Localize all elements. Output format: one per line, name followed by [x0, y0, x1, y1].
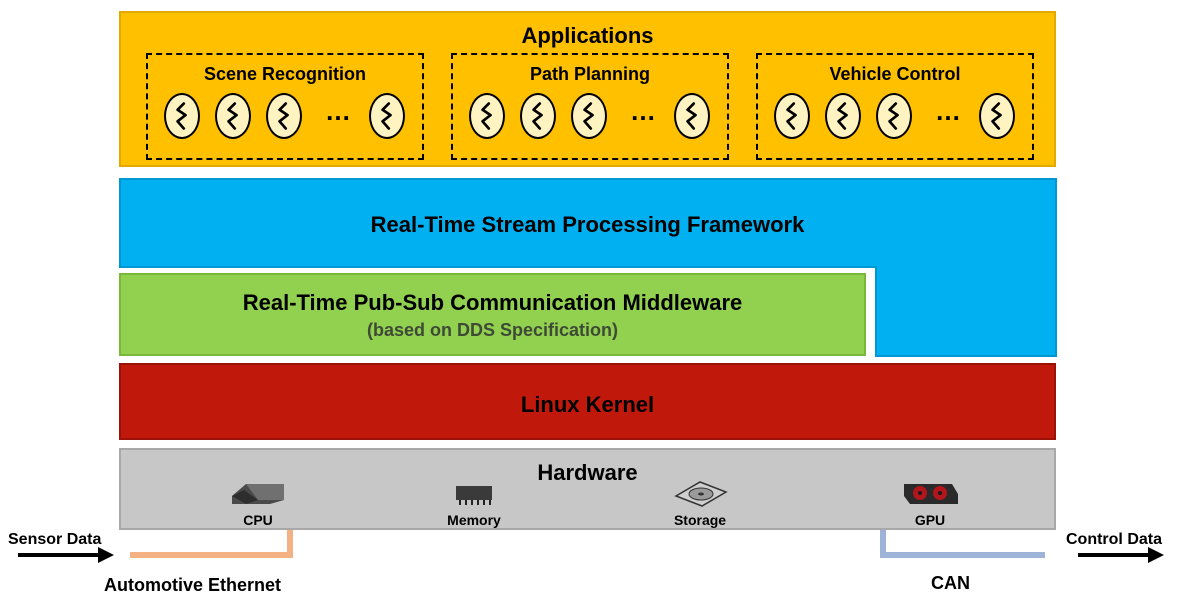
thread-icon — [774, 93, 810, 139]
sensor-data-label: Sensor Data — [8, 531, 102, 548]
middleware-title: Real-Time Pub-Sub Communication Middlewa… — [242, 290, 743, 315]
gpu-label: GPU — [914, 512, 946, 528]
kernel-layer: Linux Kernel — [119, 363, 1056, 440]
control-data-label: Control Data — [1066, 531, 1162, 548]
thread-icon — [266, 93, 302, 139]
middleware-subtitle: (based on DDS Specification) — [366, 320, 619, 340]
memory-component: Memory — [419, 478, 529, 528]
graphics-card-icon — [904, 484, 958, 504]
thread-icon — [876, 93, 912, 139]
hard-disk-icon — [674, 481, 728, 507]
group-title: Path Planning — [529, 64, 650, 84]
group-title: Vehicle Control — [829, 64, 961, 84]
ellipsis: … — [325, 96, 351, 126]
thread-icon — [369, 93, 405, 139]
thread-list: … — [162, 91, 412, 141]
thread-icon — [979, 93, 1015, 139]
thread-icon — [674, 93, 710, 139]
thread-icon — [825, 93, 861, 139]
framework-title: Real-Time Stream Processing Framework — [370, 212, 805, 237]
ellipsis: … — [935, 96, 961, 126]
thread-icon — [520, 93, 556, 139]
memory-chip-icon — [456, 486, 492, 505]
ellipsis: … — [630, 96, 656, 126]
scene-recognition-group: Scene Recognition … — [146, 53, 424, 160]
applications-layer: Applications Scene Recognition … Path Pl… — [119, 11, 1056, 167]
cpu-icon — [232, 484, 284, 504]
middleware-layer: Real-Time Pub-Sub Communication Middlewa… — [119, 273, 866, 356]
cpu-label: CPU — [243, 512, 273, 528]
gpu-component: GPU — [875, 478, 985, 528]
thread-list: … — [772, 91, 1022, 141]
storage-label: Storage — [673, 512, 727, 528]
path-planning-group: Path Planning … — [451, 53, 729, 160]
can-label: CAN — [931, 573, 970, 593]
group-title: Scene Recognition — [203, 64, 367, 84]
kernel-title: Linux Kernel — [520, 392, 655, 417]
storage-component: Storage — [645, 478, 755, 528]
hardware-layer: Hardware CPU Memory Storage — [119, 448, 1056, 530]
thread-list: … — [467, 91, 717, 141]
vehicle-control-group: Vehicle Control … — [756, 53, 1034, 160]
hardware-title: Hardware — [537, 460, 638, 485]
memory-label: Memory — [447, 512, 501, 528]
thread-icon — [571, 93, 607, 139]
applications-title: Applications — [521, 23, 654, 48]
thread-icon — [215, 93, 251, 139]
thread-icon — [164, 93, 200, 139]
cpu-component: CPU — [203, 478, 313, 528]
automotive-ethernet-label: Automotive Ethernet — [104, 575, 282, 595]
thread-icon — [469, 93, 505, 139]
